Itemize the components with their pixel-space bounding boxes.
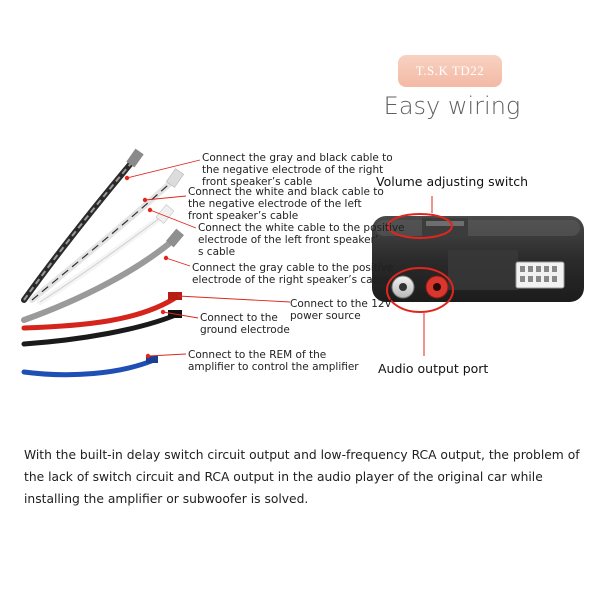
wire-red <box>21 293 181 331</box>
wire-blue <box>21 357 157 378</box>
wire-gray-black <box>21 152 141 303</box>
wire-label-white-black: Connect the white and black cable to the… <box>188 186 384 222</box>
callout-lines <box>126 159 291 357</box>
wire-label-black: Connect to the ground electrode <box>200 312 290 336</box>
wire-white-black <box>29 173 181 303</box>
wire-label-white: Connect the white cable to the positive … <box>198 222 405 258</box>
wire-white <box>37 209 171 305</box>
brand-badge-text: T.S.K TD22 <box>415 63 485 78</box>
wire-gray <box>21 233 181 323</box>
product-description: With the built-in delay switch circuit o… <box>24 448 580 506</box>
brand-badge: T.S.K TD22 <box>398 55 502 87</box>
rca-jack-red-icon <box>425 275 449 299</box>
wire-label-red: Connect to the 12V power source <box>290 298 392 322</box>
volume-switch-callout: Volume adjusting switch <box>376 174 529 189</box>
page-title: Easy wiring <box>383 92 521 120</box>
wiring-illustration <box>21 148 584 378</box>
volume-switch-highlight <box>387 213 453 239</box>
callout-marker-icon <box>124 175 169 359</box>
rca-jack-white-icon <box>391 275 415 299</box>
audio-output-callout: Audio output port <box>378 361 489 376</box>
wire-label-blue: Connect to the REM of the amplifier to c… <box>188 349 359 373</box>
audio-output-highlight <box>386 267 454 313</box>
wire-label-gray: Connect the gray cable to the positive e… <box>192 262 394 286</box>
wire-black <box>21 311 181 347</box>
wire-label-gray-black: Connect the gray and black cable to the … <box>202 152 393 188</box>
